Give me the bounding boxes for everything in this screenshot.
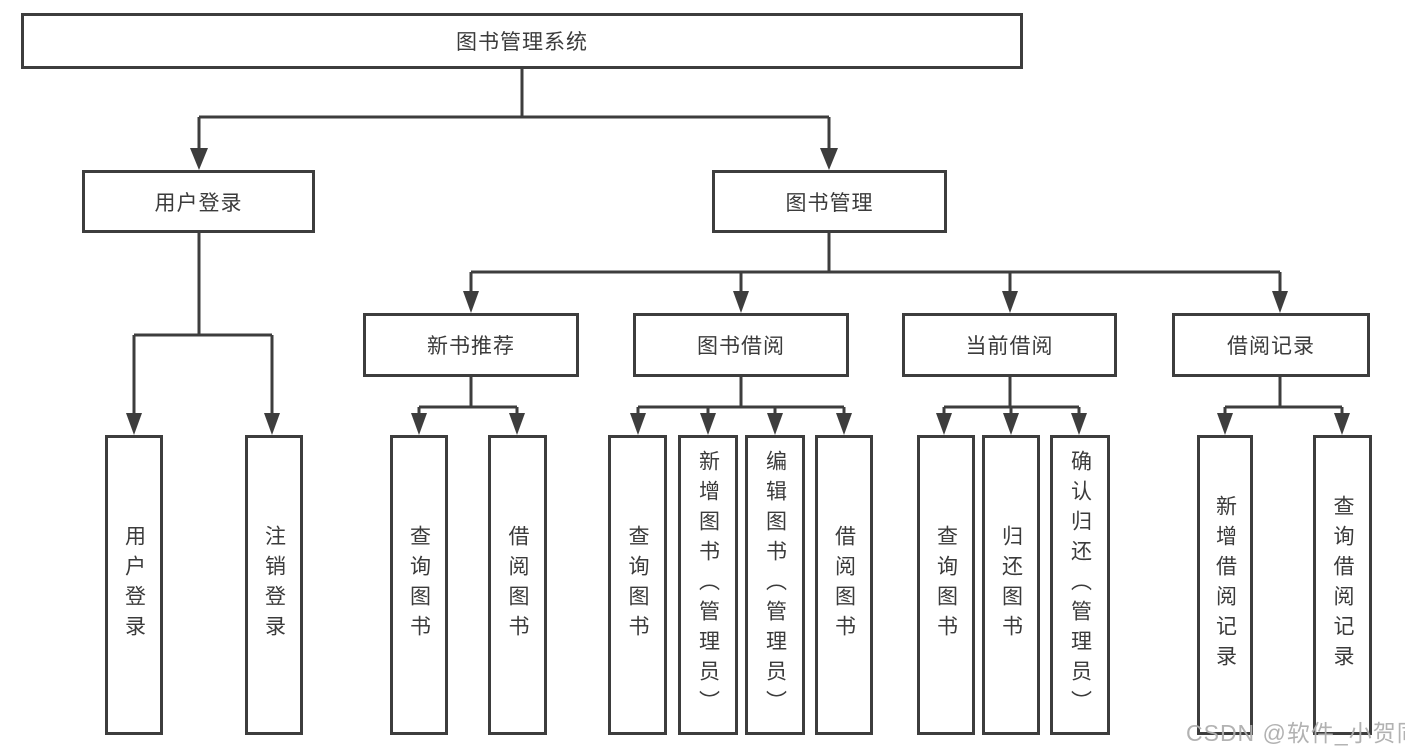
arrowhead <box>509 413 525 435</box>
arrowhead <box>1003 413 1019 435</box>
arrowhead <box>1334 413 1350 435</box>
connector-borrow-records-to-leaves <box>1217 377 1350 435</box>
connector-line <box>942 377 1081 413</box>
arrowhead <box>700 413 716 435</box>
leaf-current-query-book: 查询图书 <box>917 435 975 735</box>
leaf-records-add-record: 新增借阅记录 <box>1197 435 1253 735</box>
connector-user-login-to-leaves <box>126 233 280 435</box>
leaf-recommend-query-book: 查询图书 <box>390 435 448 735</box>
node-borrow-records: 借阅记录 <box>1172 313 1370 377</box>
arrowhead <box>1272 291 1288 313</box>
arrowhead <box>190 148 208 170</box>
arrowhead <box>630 413 646 435</box>
arrowhead <box>767 413 783 435</box>
arrowhead <box>1002 291 1018 313</box>
leaf-logout: 注销登录 <box>245 435 303 735</box>
arrowhead <box>264 413 280 435</box>
connector-new-book-recommend-to-leaves <box>411 377 525 435</box>
arrowhead <box>836 413 852 435</box>
connector-line <box>197 69 831 148</box>
arrowhead <box>411 413 427 435</box>
arrowhead <box>820 148 838 170</box>
node-book-management: 图书管理 <box>712 170 947 233</box>
arrowhead <box>1071 413 1087 435</box>
node-new-book-recommend: 新书推荐 <box>363 313 579 377</box>
arrowhead <box>463 291 479 313</box>
leaf-borrow-query-book: 查询图书 <box>608 435 667 735</box>
connector-root-to-level2 <box>190 69 838 170</box>
leaf-recommend-borrow-book: 借阅图书 <box>488 435 547 735</box>
connector-current-borrow-to-leaves <box>936 377 1087 435</box>
arrowhead <box>126 413 142 435</box>
connector-line <box>1223 377 1344 413</box>
connector-line <box>469 233 1282 291</box>
leaf-current-return-book: 归还图书 <box>982 435 1040 735</box>
connector-line <box>636 377 846 413</box>
arrowhead <box>733 291 749 313</box>
connector-line <box>132 233 274 413</box>
connector-book-borrow-to-leaves <box>630 377 852 435</box>
leaf-records-query-record: 查询借阅记录 <box>1313 435 1372 735</box>
connector-book-management-to-level3 <box>463 233 1288 313</box>
leaf-current-confirm-return: 确认归还（管理员） <box>1050 435 1110 735</box>
leaf-borrow-add-book: 新增图书（管理员） <box>678 435 738 735</box>
leaf-borrow-edit-book: 编辑图书（管理员） <box>745 435 805 735</box>
node-root: 图书管理系统 <box>21 13 1023 69</box>
node-current-borrow: 当前借阅 <box>902 313 1117 377</box>
leaf-user-login: 用户登录 <box>105 435 163 735</box>
node-user-login: 用户登录 <box>82 170 315 233</box>
connector-line <box>417 377 519 413</box>
arrowhead <box>936 413 952 435</box>
csdn-watermark: CSDN @软件_小贺同学 <box>1186 720 1405 746</box>
leaf-borrow-borrow-book: 借阅图书 <box>815 435 873 735</box>
node-book-borrow: 图书借阅 <box>633 313 849 377</box>
arrowhead <box>1217 413 1233 435</box>
